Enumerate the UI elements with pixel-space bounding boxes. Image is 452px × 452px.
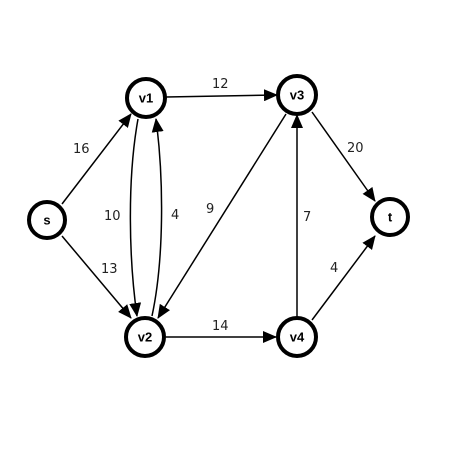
edge-label-v3-t: 20 (347, 141, 364, 156)
node-s: s (27, 200, 67, 240)
node-label-v1: v1 (139, 91, 153, 106)
edge-v3-v2 (157, 113, 287, 319)
edge-s-v2 (61, 235, 132, 319)
edge-label-s-v2: 13 (101, 262, 118, 277)
node-v2: v2 (124, 316, 166, 358)
edge-label-s-v1: 16 (73, 142, 90, 157)
edge-label-v2-v4: 14 (212, 319, 229, 334)
edge-v2-v1 (151, 118, 164, 317)
edge-label-v4-v3: 7 (303, 210, 311, 225)
node-label-s: s (43, 213, 50, 228)
node-label-t: t (388, 210, 393, 225)
node-v1: v1 (125, 77, 167, 119)
edge-v1-v2 (129, 118, 142, 317)
node-t: t (370, 197, 410, 237)
edge-v4-t (311, 235, 376, 321)
edge-label-v1-v3: 12 (212, 77, 229, 92)
edge-label-v4-t: 4 (330, 261, 338, 276)
nodes: s v1 v2 v3 v4 t (27, 74, 410, 358)
edge-s-v1 (61, 113, 132, 205)
node-label-v3: v3 (290, 88, 304, 103)
node-v3: v3 (276, 74, 318, 116)
edge-labels: 16 13 10 4 12 9 14 7 20 4 (73, 77, 364, 334)
edge-label-v1-v2: 10 (104, 209, 121, 224)
edges (61, 89, 376, 343)
edge-label-v2-v1: 4 (171, 208, 179, 223)
edge-v3-t (311, 111, 376, 202)
node-v4: v4 (276, 316, 318, 358)
edge-label-v3-v2: 9 (206, 202, 214, 217)
node-label-v4: v4 (290, 330, 305, 345)
node-label-v2: v2 (138, 330, 152, 345)
edge-v1-v3 (165, 89, 278, 102)
